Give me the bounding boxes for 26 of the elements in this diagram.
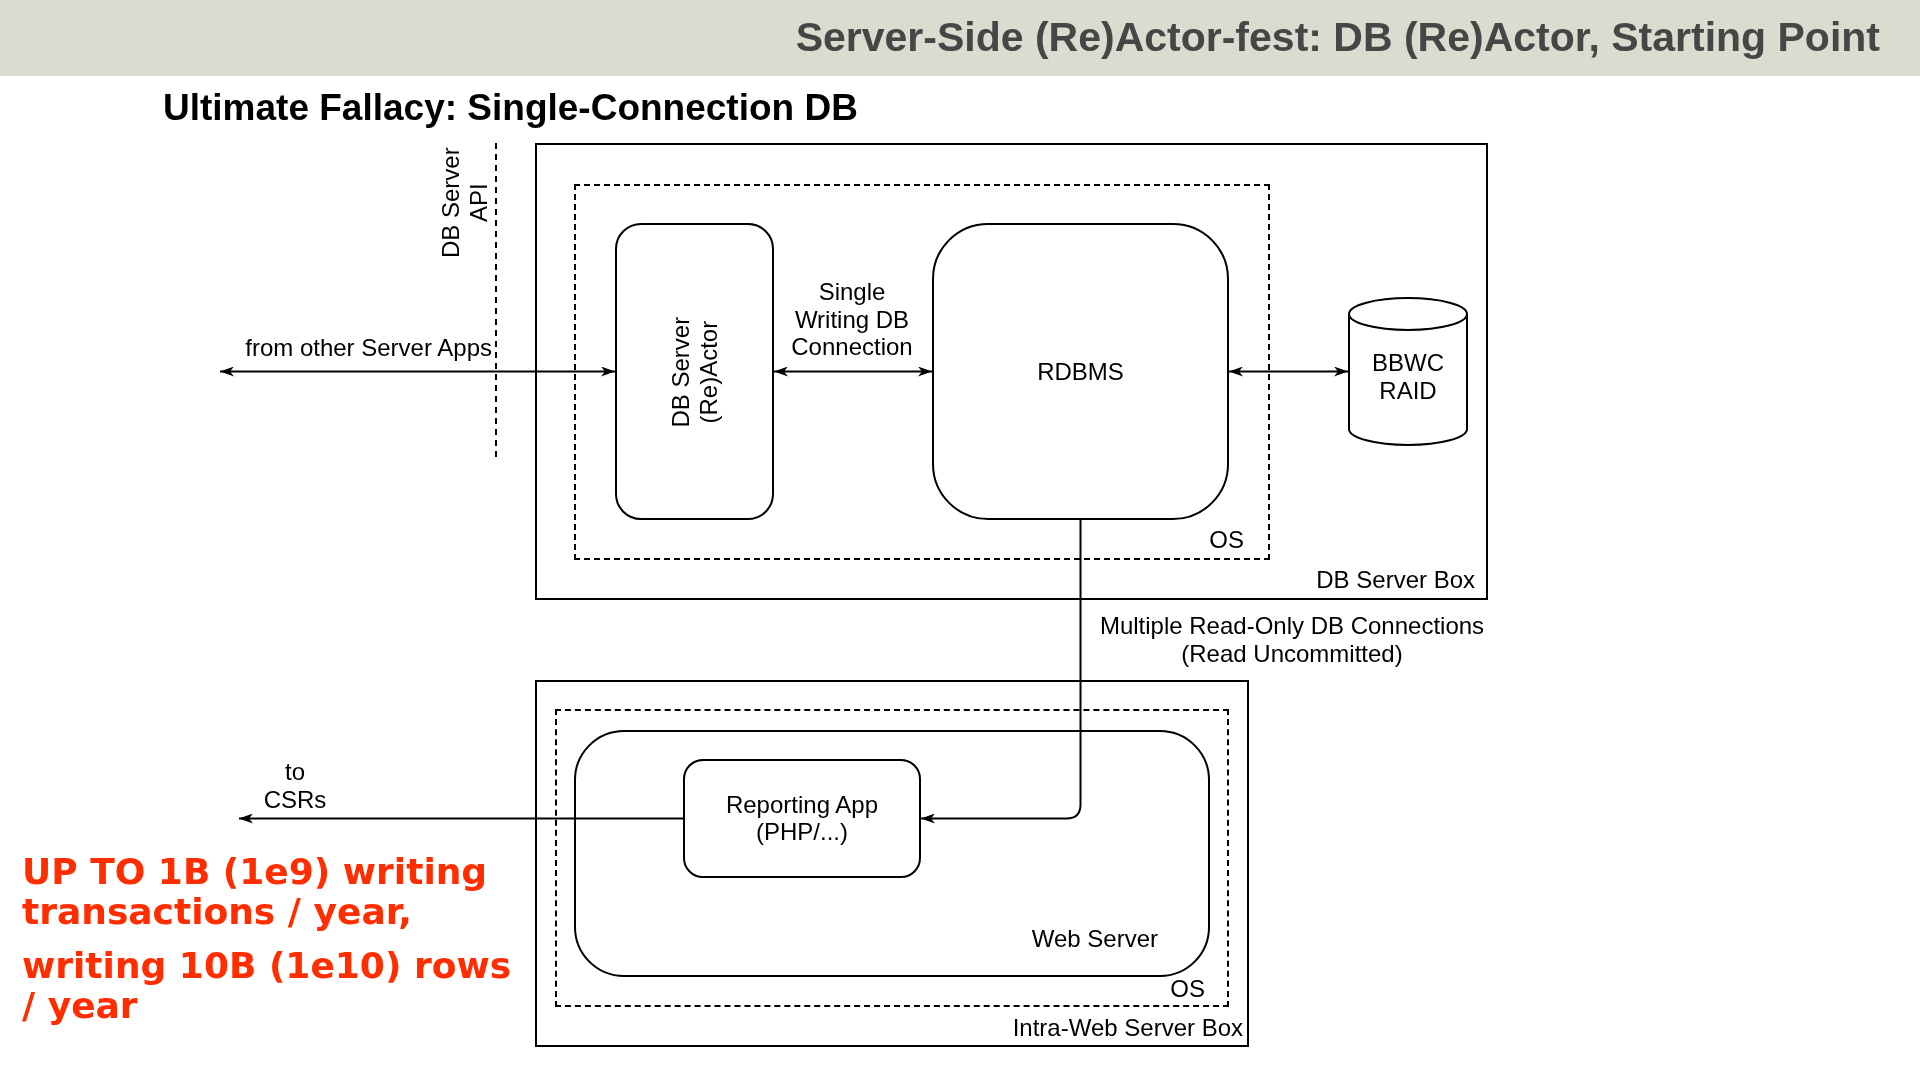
- rounded-container: [574, 730, 1210, 977]
- component-label: DB Server (Re)Actor: [666, 315, 723, 429]
- component-label: RDBMS: [1037, 357, 1124, 386]
- storage-label: BBWC RAID: [1371, 349, 1445, 405]
- process-box: [615, 223, 774, 520]
- database-cylinder: [1348, 297, 1468, 446]
- process-box: [683, 759, 921, 878]
- annotation-text: writing 10B (1e10) rows / year: [22, 946, 513, 1026]
- app-label: Reporting App (PHP/...): [724, 790, 880, 847]
- annotation-text: UP TO 1B (1e9) writing transactions / year,: [22, 852, 489, 932]
- os-label: OS: [1170, 975, 1205, 1003]
- server-box: [535, 680, 1249, 1047]
- slide-title: Server-Side (Re)Actor-fest: DB (Re)Actor, Starting Point: [795, 14, 1880, 62]
- server-label: DB Server Box: [1316, 566, 1475, 594]
- web-server-label: Web Server: [1031, 925, 1158, 953]
- server-label: Intra-Web Server Box: [1012, 1014, 1243, 1042]
- subtitle: Ultimate Fallacy: Single-Connection DB: [163, 86, 858, 130]
- os-label: OS: [1209, 526, 1244, 554]
- double-headed-arrow: [219, 366, 616, 377]
- process-box: [932, 223, 1229, 520]
- double-headed-arrow: [773, 366, 933, 377]
- double-headed-arrow: [1228, 366, 1349, 377]
- arrow: [238, 813, 684, 824]
- arrow: [920, 519, 1082, 824]
- os-boundary: [555, 709, 1229, 1007]
- api-boundary-label: DB Server API: [437, 146, 493, 260]
